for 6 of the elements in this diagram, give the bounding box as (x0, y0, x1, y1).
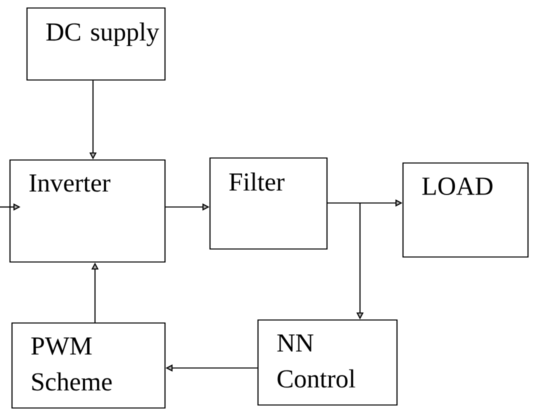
block-box: LOAD (402, 162, 529, 258)
block-box: Filter (209, 157, 328, 250)
block-box: NN Control (257, 319, 398, 406)
block-box: Inverter (9, 159, 166, 263)
block-box: DC supply (26, 7, 166, 81)
block-box: PWM Scheme (11, 322, 166, 409)
